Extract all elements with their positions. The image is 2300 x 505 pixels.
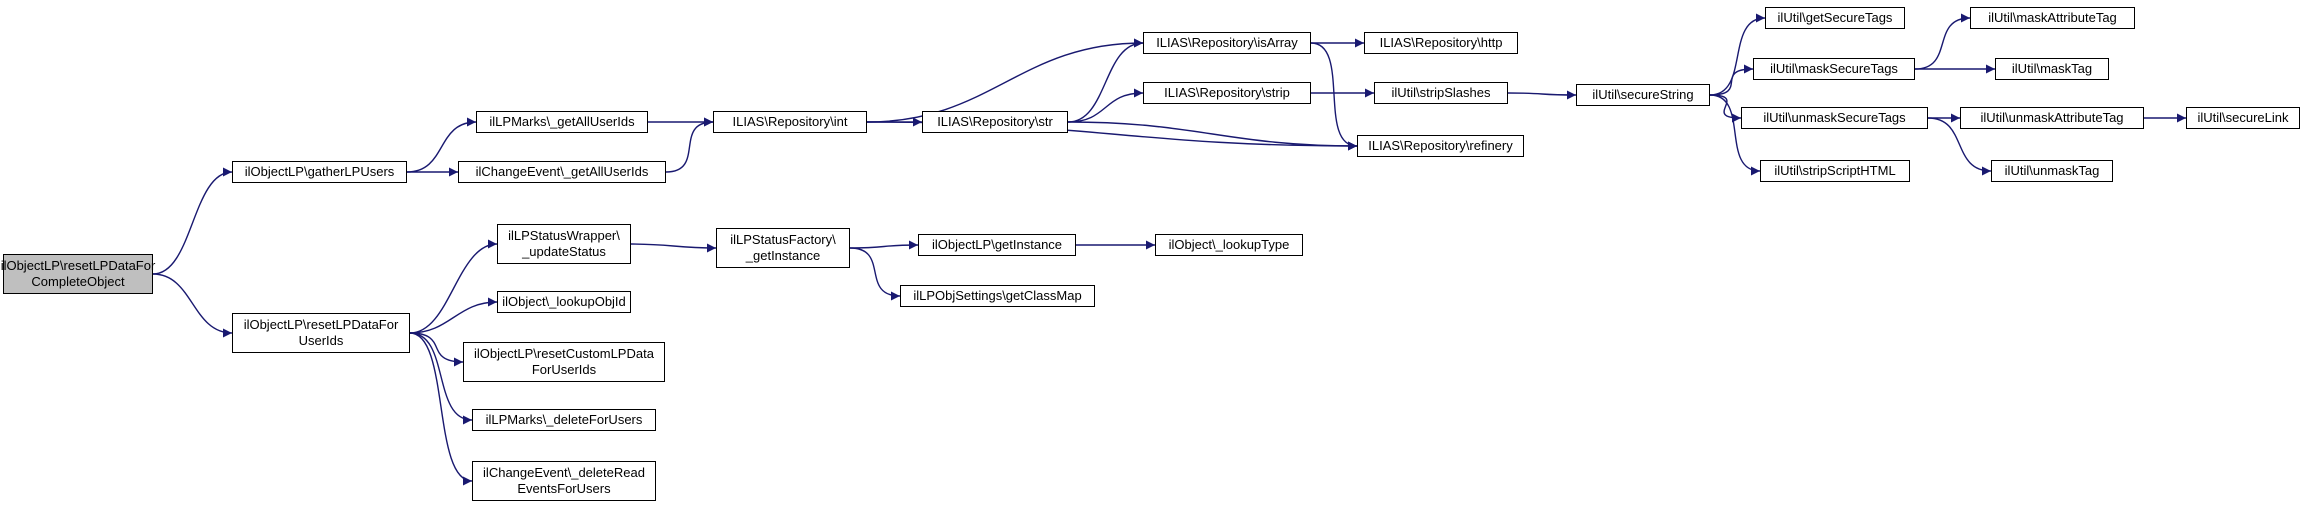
- edge-repoInt-to-repoIsArray: [866, 38, 1144, 123]
- graph-node-mask-attr-tag[interactable]: ilUtil\maskAttributeTag: [1970, 7, 2135, 29]
- graph-node-status-wrapper[interactable]: ilLPStatusWrapper\ _updateStatus: [497, 224, 631, 264]
- graph-node-status-factory[interactable]: ilLPStatusFactory\ _getInstance: [716, 228, 850, 268]
- graph-node-change-delete[interactable]: ilChangeEvent\_deleteRead EventsForUsers: [472, 461, 656, 501]
- edge-secureString-to-stripScript: [1709, 94, 1761, 176]
- graph-node-gather[interactable]: ilObjectLP\gatherLPUsers: [232, 161, 407, 183]
- graph-node-repo-is-array[interactable]: ILIAS\Repository\isArray: [1143, 32, 1311, 54]
- edge-secureString-to-unmaskSecureTags: [1709, 94, 1742, 123]
- graph-node-lookup-obj-id[interactable]: ilObject\_lookupObjId: [497, 291, 631, 313]
- edge-statusFactory-to-classMap: [849, 247, 901, 301]
- graph-node-reset-custom[interactable]: ilObjectLP\resetCustomLPData ForUserIds: [463, 342, 665, 382]
- graph-node-secure-link[interactable]: ilUtil\secureLink: [2186, 107, 2300, 129]
- graph-node-strip-slashes[interactable]: ilUtil\stripSlashes: [1374, 82, 1508, 104]
- graph-node-unmask-attr-tag[interactable]: ilUtil\unmaskAttributeTag: [1960, 107, 2144, 129]
- graph-node-get-instance[interactable]: ilObjectLP\getInstance: [918, 234, 1076, 256]
- graph-node-secure-string[interactable]: ilUtil\secureString: [1576, 84, 1710, 106]
- edge-stripSlashes-to-secureString: [1507, 90, 1577, 100]
- edge-statusFactory-to-getInstance: [849, 240, 919, 250]
- edge-secureString-to-getSecureTags: [1709, 13, 1766, 96]
- edge-gather-to-lpmarksAll: [406, 117, 477, 173]
- edge-repoIsArray-to-repoRefinery: [1310, 42, 1358, 151]
- edge-secureString-to-maskSecureTags: [1709, 64, 1754, 96]
- edge-resetUsers-to-statusWrapper: [409, 239, 498, 334]
- edge-resetUsers-to-lpmarksDelete: [409, 332, 473, 425]
- edge-repoStr-to-repoIsArray: [1067, 38, 1144, 123]
- graph-node-lookup-type[interactable]: ilObject\_lookupType: [1155, 234, 1303, 256]
- graph-node-repo-int[interactable]: ILIAS\Repository\int: [713, 111, 867, 133]
- edge-repoStr-to-repoRefinery: [1067, 121, 1358, 151]
- graph-node-lpmarks-delete[interactable]: ilLPMarks\_deleteForUsers: [472, 409, 656, 431]
- graph-node-reset-users[interactable]: ilObjectLP\resetLPDataFor UserIds: [232, 313, 410, 353]
- edge-resetUsers-to-lookupObjId: [409, 297, 498, 334]
- edge-root-to-gather: [152, 167, 233, 275]
- graph-node-get-secure-tags[interactable]: ilUtil\getSecureTags: [1765, 7, 1905, 29]
- graph-node-change-all[interactable]: ilChangeEvent\_getAllUserIds: [458, 161, 666, 183]
- edge-root-to-resetUsers: [152, 273, 233, 338]
- graph-node-unmask-secure-tags[interactable]: ilUtil\unmaskSecureTags: [1741, 107, 1928, 129]
- graph-node-mask-secure-tags[interactable]: ilUtil\maskSecureTags: [1753, 58, 1915, 80]
- edge-resetUsers-to-changeDelete: [409, 332, 473, 486]
- graph-node-repo-http[interactable]: ILIAS\Repository\http: [1364, 32, 1518, 54]
- graph-root-node: ilObjectLP\resetLPDataFor CompleteObject: [1, 254, 155, 294]
- edge-statusWrapper-to-statusFactory: [630, 243, 717, 253]
- edge-unmaskSecureTags-to-unmaskTag: [1927, 117, 1992, 176]
- graph-node-repo-strip[interactable]: ILIAS\Repository\strip: [1143, 82, 1311, 104]
- graph-node-lpmarks-all[interactable]: ilLPMarks\_getAllUserIds: [476, 111, 648, 133]
- edge-maskSecureTags-to-maskAttrTag: [1914, 13, 1971, 70]
- edge-resetUsers-to-resetCustom: [409, 332, 464, 367]
- graph-node-mask-tag[interactable]: ilUtil\maskTag: [1995, 58, 2109, 80]
- edge-repoStr-to-repoStrip: [1067, 88, 1144, 123]
- graph-node-repo-refinery[interactable]: ILIAS\Repository\refinery: [1357, 135, 1524, 157]
- graph-node-unmask-tag[interactable]: ilUtil\unmaskTag: [1991, 160, 2113, 182]
- graph-node-repo-str[interactable]: ILIAS\Repository\str: [922, 111, 1068, 133]
- graph-node-class-map[interactable]: ilLPObjSettings\getClassMap: [900, 285, 1095, 307]
- graph-node-strip-script[interactable]: ilUtil\stripScriptHTML: [1760, 160, 1910, 182]
- edge-changeAll-to-repoInt: [665, 117, 714, 173]
